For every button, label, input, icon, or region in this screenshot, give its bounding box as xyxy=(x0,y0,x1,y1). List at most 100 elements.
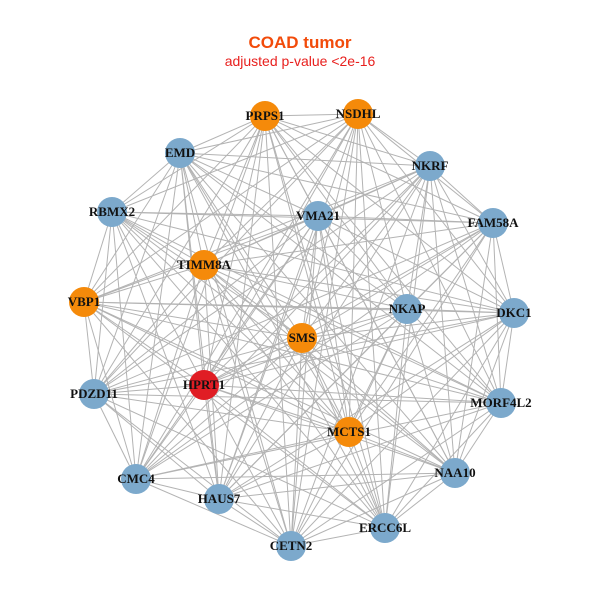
edge-vbp1-morf4l2 xyxy=(83,301,502,404)
node-emd[interactable]: EMD xyxy=(165,138,195,168)
edge-prps1-cmc4 xyxy=(135,115,266,480)
edge-nkap-cmc4 xyxy=(135,308,408,480)
node-label: MORF4L2 xyxy=(470,395,531,410)
edge-nsdhl-emd xyxy=(179,113,359,154)
node-prps1[interactable]: PRPS1 xyxy=(246,101,285,131)
edge-fam58a-cetn2 xyxy=(290,222,494,547)
node-label: NKAP xyxy=(389,301,426,316)
edge-naa10-cmc4 xyxy=(135,472,456,480)
node-label: VBP1 xyxy=(68,294,101,309)
edge-vbp1-hprt1 xyxy=(83,301,205,386)
edge-dkc1-haus7 xyxy=(218,312,515,500)
node-vma21[interactable]: VMA21 xyxy=(296,201,340,231)
node-label: RBMX2 xyxy=(89,204,135,219)
node-fam58a[interactable]: FAM58A xyxy=(467,208,519,238)
edge-emd-vma21 xyxy=(179,152,319,217)
edge-rbmx2-mcts1 xyxy=(111,211,350,433)
node-mcts1[interactable]: MCTS1 xyxy=(327,417,371,447)
node-cmc4[interactable]: CMC4 xyxy=(117,464,155,494)
node-label: TIMM8A xyxy=(177,257,232,272)
edge-emd-timm8a xyxy=(179,152,205,266)
edge-rbmx2-hprt1 xyxy=(111,211,205,386)
edge-prps1-nkap xyxy=(264,115,408,310)
edge-vma21-naa10 xyxy=(317,215,456,474)
node-dkc1[interactable]: DKC1 xyxy=(496,298,532,328)
edge-layer xyxy=(83,113,515,547)
edge-rbmx2-vbp1 xyxy=(83,211,113,303)
edge-emd-rbmx2 xyxy=(111,152,181,213)
edge-nkrf-hprt1 xyxy=(203,165,431,386)
edge-nkrf-nkap xyxy=(406,165,431,310)
edge-prps1-vbp1 xyxy=(83,115,266,303)
node-vbp1[interactable]: VBP1 xyxy=(68,287,101,317)
edge-timm8a-vbp1 xyxy=(83,264,205,303)
node-circle xyxy=(121,464,151,494)
node-naa10[interactable]: NAA10 xyxy=(434,458,476,488)
edge-hprt1-mcts1 xyxy=(203,384,350,433)
node-sms[interactable]: SMS xyxy=(287,323,317,353)
edge-vbp1-mcts1 xyxy=(83,301,350,433)
edge-nsdhl-pdzd11 xyxy=(93,113,359,395)
edge-fam58a-sms xyxy=(301,222,494,339)
node-label: NSDHL xyxy=(336,106,381,121)
edge-dkc1-cetn2 xyxy=(290,312,515,547)
node-ercc6l[interactable]: ERCC6L xyxy=(359,513,411,543)
edge-nkrf-sms xyxy=(301,165,431,339)
node-rbmx2[interactable]: RBMX2 xyxy=(89,197,135,227)
edge-haus7-ercc6l xyxy=(218,498,386,529)
edge-emd-haus7 xyxy=(179,152,220,500)
node-circle xyxy=(486,388,516,418)
edge-nsdhl-cetn2 xyxy=(290,113,359,547)
node-label: NKRF xyxy=(412,158,449,173)
edge-rbmx2-haus7 xyxy=(111,211,220,500)
edge-fam58a-dkc1 xyxy=(492,222,515,314)
node-nsdhl[interactable]: NSDHL xyxy=(336,99,381,129)
edge-sms-mcts1 xyxy=(301,337,350,433)
node-layer: PRPS1 NSDHL EMD NKRF RBMX2 VMA21 FAM58A TIMM8A V… xyxy=(68,99,532,561)
node-label: HPRT1 xyxy=(183,377,225,392)
edge-pdzd11-mcts1 xyxy=(93,393,350,433)
node-hprt1[interactable]: HPRT1 xyxy=(183,370,225,400)
edge-naa10-haus7 xyxy=(218,472,456,500)
node-nkap[interactable]: NKAP xyxy=(389,294,426,324)
edge-hprt1-morf4l2 xyxy=(203,384,502,404)
edge-prps1-hprt1 xyxy=(203,115,266,386)
edge-nkrf-naa10 xyxy=(429,165,456,474)
edge-emd-cmc4 xyxy=(135,152,181,480)
edge-timm8a-sms xyxy=(203,264,303,339)
edge-vbp1-pdzd11 xyxy=(83,301,95,395)
node-label: VMA21 xyxy=(296,208,340,223)
node-timm8a[interactable]: TIMM8A xyxy=(177,250,232,280)
node-morf4l2[interactable]: MORF4L2 xyxy=(470,388,532,418)
edge-sms-pdzd11 xyxy=(93,337,303,395)
edge-vma21-mcts1 xyxy=(317,215,350,433)
node-circle xyxy=(189,250,219,280)
edge-nkrf-haus7 xyxy=(218,165,431,500)
edge-timm8a-nkap xyxy=(203,264,408,310)
node-haus7[interactable]: HAUS7 xyxy=(198,484,241,514)
edge-mcts1-ercc6l xyxy=(348,431,386,529)
edge-timm8a-morf4l2 xyxy=(203,264,502,404)
edge-sms-morf4l2 xyxy=(301,337,502,404)
edge-nsdhl-timm8a xyxy=(203,113,359,266)
node-circle xyxy=(79,379,109,409)
edge-prps1-emd xyxy=(179,115,266,154)
node-circle xyxy=(440,458,470,488)
edge-emd-pdzd11 xyxy=(93,152,181,395)
edge-sms-cetn2 xyxy=(290,337,303,547)
node-cetn2[interactable]: CETN2 xyxy=(270,531,313,561)
node-nkrf[interactable]: NKRF xyxy=(412,151,449,181)
edge-nsdhl-dkc1 xyxy=(357,113,515,314)
node-circle xyxy=(392,294,422,324)
edge-fam58a-naa10 xyxy=(454,222,494,474)
edge-nkap-sms xyxy=(301,308,408,339)
node-pdzd11[interactable]: PDZD11 xyxy=(70,379,118,409)
edge-timm8a-pdzd11 xyxy=(93,264,205,395)
node-circle xyxy=(370,513,400,543)
node-circle xyxy=(204,484,234,514)
edge-hprt1-naa10 xyxy=(203,384,456,474)
edge-vma21-cmc4 xyxy=(135,215,319,480)
edge-timm8a-dkc1 xyxy=(203,264,515,314)
edge-nkap-haus7 xyxy=(218,308,408,500)
edge-emd-fam58a xyxy=(179,152,494,224)
